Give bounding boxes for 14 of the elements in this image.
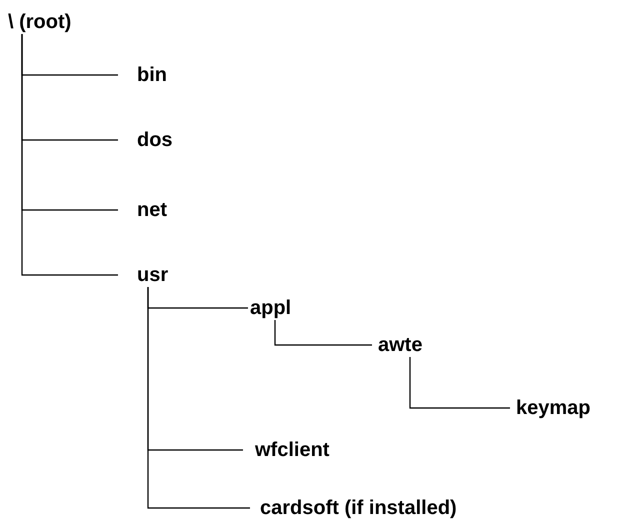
tree-connector: [274, 320, 372, 346]
folder-label: appl: [250, 296, 292, 320]
folder-label: keymap: [516, 396, 590, 420]
tree-connector: [21, 34, 118, 276]
folder-label: cardsoft (if installed): [260, 496, 457, 520]
tree-connector: [409, 357, 510, 409]
folder-label: net: [137, 198, 167, 222]
folder-label: dos: [137, 128, 173, 152]
folder-label: wfclient: [255, 438, 330, 462]
folder-label: awte: [378, 333, 422, 357]
folder-label: usr: [137, 263, 168, 287]
folder-label: \ (root): [8, 10, 72, 34]
tree-connector: [147, 287, 250, 509]
folder-label: bin: [137, 63, 167, 87]
